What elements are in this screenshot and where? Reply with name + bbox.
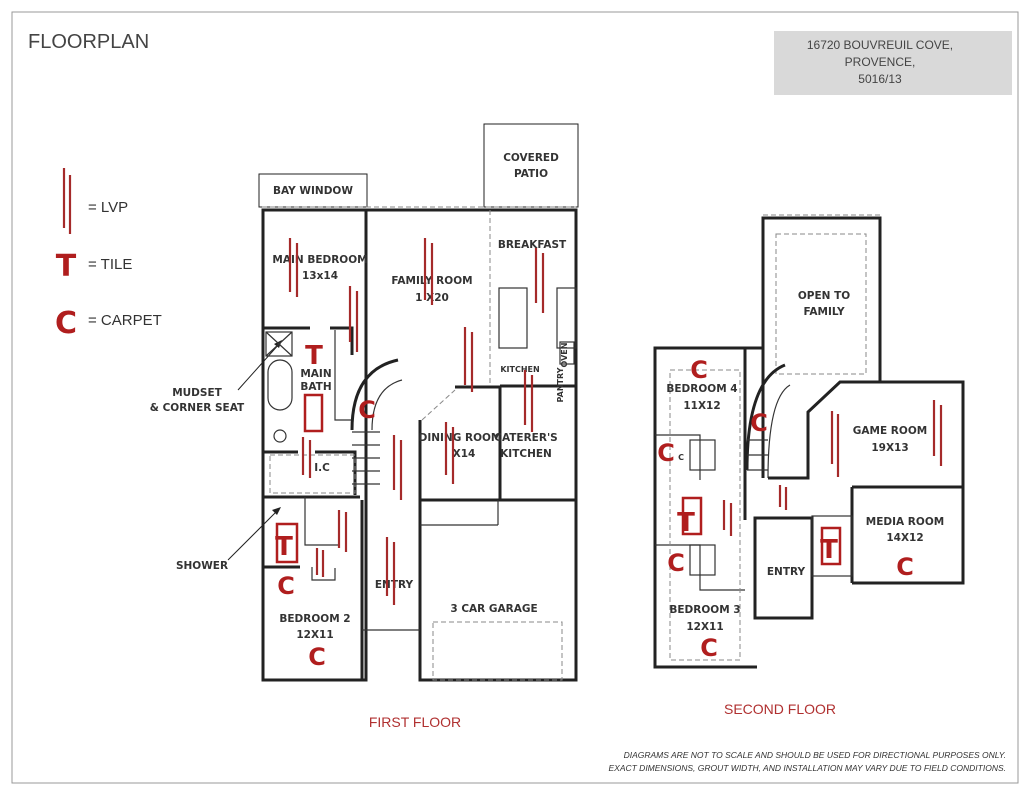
carpet-marker: C — [750, 409, 768, 437]
svg-text:BATH: BATH — [300, 381, 331, 393]
breakfast-label: BREAKFAST — [498, 239, 567, 251]
carpet-marker: C — [667, 549, 685, 577]
carpet-markers: C C C C C C C C C — [277, 356, 914, 671]
bedroom4-label: BEDROOM 4 — [666, 383, 737, 395]
carpet-marker: C — [690, 356, 708, 384]
carpet-marker: C — [277, 572, 295, 600]
tile-marker: T — [820, 535, 838, 565]
tile-marker: T — [305, 341, 323, 371]
open-to-family-label: OPEN TO — [798, 290, 850, 302]
carpet-marker: C — [657, 439, 675, 467]
address-line3: 5016/13 — [858, 72, 902, 86]
bay-window-label: BAY WINDOW — [273, 185, 353, 197]
ic-label: I.C — [314, 462, 330, 474]
garage-label: 3 CAR GARAGE — [450, 603, 537, 615]
covered-patio-label: COVERED — [503, 152, 559, 164]
page-frame — [11, 11, 1019, 784]
carpet-marker: C — [700, 634, 718, 662]
first-floor-title: FIRST FLOOR — [369, 714, 461, 730]
svg-text:12X11: 12X11 — [686, 621, 723, 633]
pantry-label: PANTRY — [556, 367, 565, 402]
shower-label: SHOWER — [176, 560, 228, 572]
shower-arrow-icon — [227, 509, 279, 561]
second-entry-label: ENTRY — [767, 566, 806, 578]
svg-text:19X13: 19X13 — [871, 442, 908, 454]
tile-markers: T T T T — [275, 341, 842, 566]
kitchen-label: KITCHEN — [500, 365, 539, 374]
disclaimer-line1: DIAGRAMS ARE NOT TO SCALE AND SHOULD BE … — [624, 750, 1006, 760]
second-floor-plan: OPEN TO FAMILY BEDROOM 4 11X12 C GAME RO… — [653, 214, 965, 717]
svg-text:C: C — [678, 453, 684, 462]
mudset-label-2: & CORNER SEAT — [150, 402, 245, 414]
callouts: MUDSET & CORNER SEAT SHOWER — [150, 340, 282, 572]
mudset-label: MUDSET — [172, 387, 222, 399]
address-box: 16720 BOUVREUIL COVE, PROVENCE, 5016/13 — [774, 31, 1012, 95]
svg-text:X14: X14 — [453, 448, 476, 460]
tile-marker: T — [677, 508, 695, 538]
lvp-markers — [288, 238, 943, 605]
svg-text:12X11: 12X11 — [296, 629, 333, 641]
bedroom3-label: BEDROOM 3 — [669, 604, 740, 616]
main-bath-label: MAIN — [300, 368, 331, 380]
svg-text:14X12: 14X12 — [886, 532, 923, 544]
svg-text:13x14: 13x14 — [302, 270, 338, 282]
dining-room-label: DINING ROOM — [419, 432, 502, 444]
carpet-marker: C — [358, 396, 376, 424]
game-room-label: GAME ROOM — [853, 425, 927, 437]
caterers-kitchen-label: CATERER'S — [494, 432, 557, 444]
first-floor-plan: BAY WINDOW COVERED PATIO — [258, 123, 579, 730]
address-line2: PROVENCE, — [845, 55, 916, 69]
legend-carpet-label: = CARPET — [88, 312, 162, 329]
disclaimer-line2: EXACT DIMENSIONS, GROUT WIDTH, AND INSTA… — [608, 763, 1006, 773]
legend: = LVP T = TILE C = CARPET — [55, 168, 162, 341]
svg-text:OVEN: OVEN — [560, 343, 569, 368]
tile-marker: T — [275, 532, 293, 562]
legend-tile-symbol: T — [56, 249, 77, 284]
bedroom2-label: BEDROOM 2 — [279, 613, 350, 625]
page-title: FLOORPLAN — [28, 31, 149, 53]
svg-text:KITCHEN: KITCHEN — [500, 448, 552, 460]
legend-lvp-label: = LVP — [88, 199, 128, 216]
mudset-arrow-icon — [237, 342, 281, 391]
legend-tile-label: = TILE — [88, 256, 132, 273]
address-line1: 16720 BOUVREUIL COVE, — [807, 38, 953, 52]
second-floor-title: SECOND FLOOR — [724, 701, 836, 717]
svg-text:FAMILY: FAMILY — [803, 306, 845, 318]
media-room-label: MEDIA ROOM — [866, 516, 944, 528]
main-bedroom-label: MAIN BEDROOM — [272, 254, 367, 266]
carpet-marker: C — [896, 553, 914, 581]
svg-text:11X12: 11X12 — [683, 400, 720, 412]
svg-text:PATIO: PATIO — [514, 168, 548, 180]
legend-carpet-symbol: C — [55, 306, 77, 341]
carpet-marker: C — [308, 643, 326, 671]
